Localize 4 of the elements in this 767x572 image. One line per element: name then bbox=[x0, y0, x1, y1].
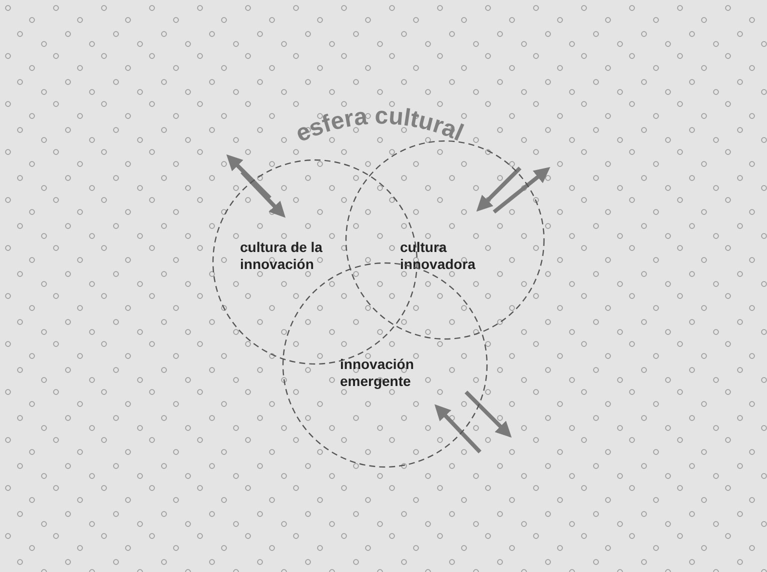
dashed-circle bbox=[345, 140, 545, 340]
arc-label: esfera cultural bbox=[292, 102, 468, 148]
circle-label: innovación emergente bbox=[340, 356, 415, 390]
circle-label: cultura de la innovación bbox=[240, 239, 324, 273]
